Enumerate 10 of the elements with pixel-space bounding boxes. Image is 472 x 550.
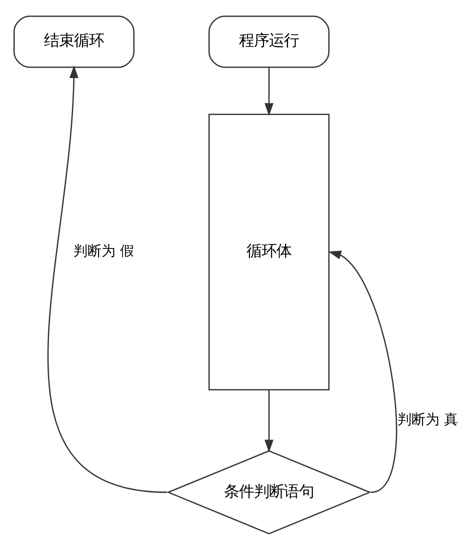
- edge-label: 判断为 真: [396, 412, 458, 428]
- node-box: 程序运行: [208, 16, 330, 68]
- arrow: [264, 390, 273, 453]
- edge-label: 判断为 假: [73, 244, 134, 260]
- node-box: 结束循环: [12, 16, 134, 68]
- arrow: [46, 65, 167, 493]
- arrow: [264, 67, 273, 116]
- node-box: 循环体: [208, 114, 330, 390]
- node-diamond: 条件判断语句: [166, 450, 371, 534]
- arrow: [328, 250, 397, 493]
